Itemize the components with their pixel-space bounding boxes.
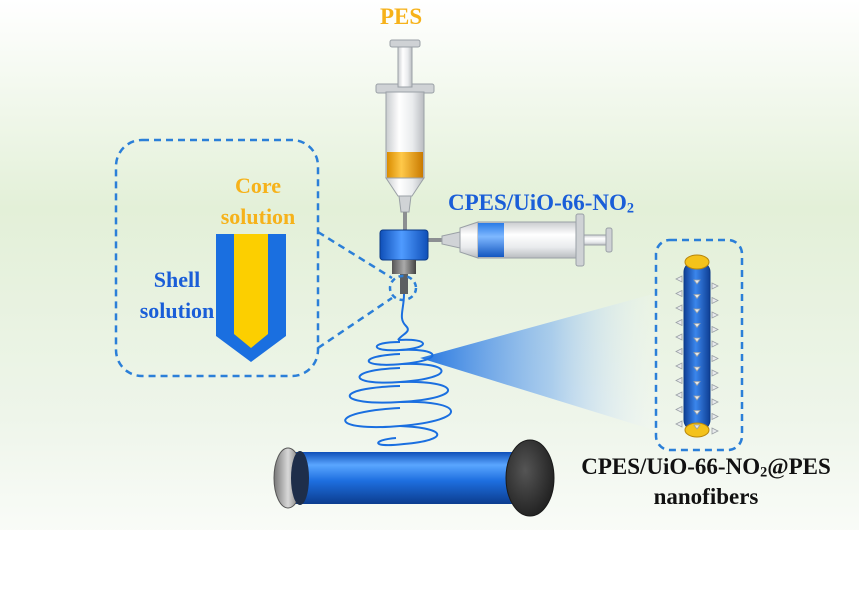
nanofiber-stud-icon	[711, 383, 719, 392]
nanofiber-stud-icon	[675, 289, 683, 298]
nanofiber-stud-icon	[711, 340, 719, 348]
nanofiber-stud-icon	[711, 398, 719, 406]
nanofiber-callout	[654, 238, 744, 452]
nanofiber-stud-icon	[711, 427, 719, 435]
nanofiber-stud-icon	[693, 395, 701, 401]
nanofiber-stud-icon	[675, 304, 683, 312]
nanofiber-stud-icon	[711, 282, 719, 290]
nanofiber-stud-icon	[675, 333, 683, 341]
nanofiber-stud-icon	[693, 279, 701, 285]
fiber-coil-icon	[344, 293, 452, 447]
nanofiber-stud-icon	[693, 381, 701, 387]
nanofiber-stud-icon	[711, 311, 719, 319]
nanofiber-stud-icon	[675, 420, 683, 428]
nanofiber-stud-icon	[693, 294, 701, 300]
nanofiber-stud-icon	[675, 275, 683, 283]
nanofiber-stud-icon	[711, 296, 719, 305]
nanofiber-stud-icon	[675, 405, 683, 414]
nanofiber-icon	[675, 254, 719, 438]
shell-solution-label: Shell solution	[139, 267, 215, 323]
nanofiber-stud-icon	[675, 318, 683, 327]
nanofiber-stud-icon	[711, 354, 719, 363]
nanofiber-stud-icon	[693, 308, 701, 314]
collector-drum-icon	[273, 439, 555, 517]
nanofiber-stud-icon	[693, 352, 701, 358]
nanofiber-stud-icon	[711, 412, 719, 421]
nanofiber-stud-icon	[675, 347, 683, 356]
nanofiber-stud-icon	[675, 376, 683, 385]
coaxial-nozzle-icon	[379, 229, 429, 294]
nanofiber-stud-icon	[711, 325, 719, 334]
background-bottom	[0, 530, 859, 595]
product-label: CPES/UiO-66-NO2@PES nanofibers	[581, 454, 831, 509]
nanofiber-stud-icon	[693, 410, 701, 416]
nozzle-inset-callout	[114, 138, 418, 378]
nanofiber-stud-icon	[693, 337, 701, 343]
core-solution-label: Core solution	[220, 173, 296, 229]
spray-cone-icon	[420, 292, 660, 432]
nanofiber-stud-icon	[693, 323, 701, 329]
nanofiber-stud-icon	[711, 369, 719, 377]
nanofiber-stud-icon	[675, 391, 683, 399]
nanofiber-stud-icon	[675, 362, 683, 370]
nanofiber-stud-icon	[693, 424, 701, 430]
core-syringe-icon	[375, 39, 435, 230]
core-syringe-label: PES	[380, 4, 423, 29]
shell-syringe-icon	[426, 213, 613, 267]
shell-syringe-label: CPES/UiO-66-NO2	[448, 190, 635, 217]
core-layer-icon	[234, 234, 268, 348]
nanofiber-stud-icon	[693, 366, 701, 372]
